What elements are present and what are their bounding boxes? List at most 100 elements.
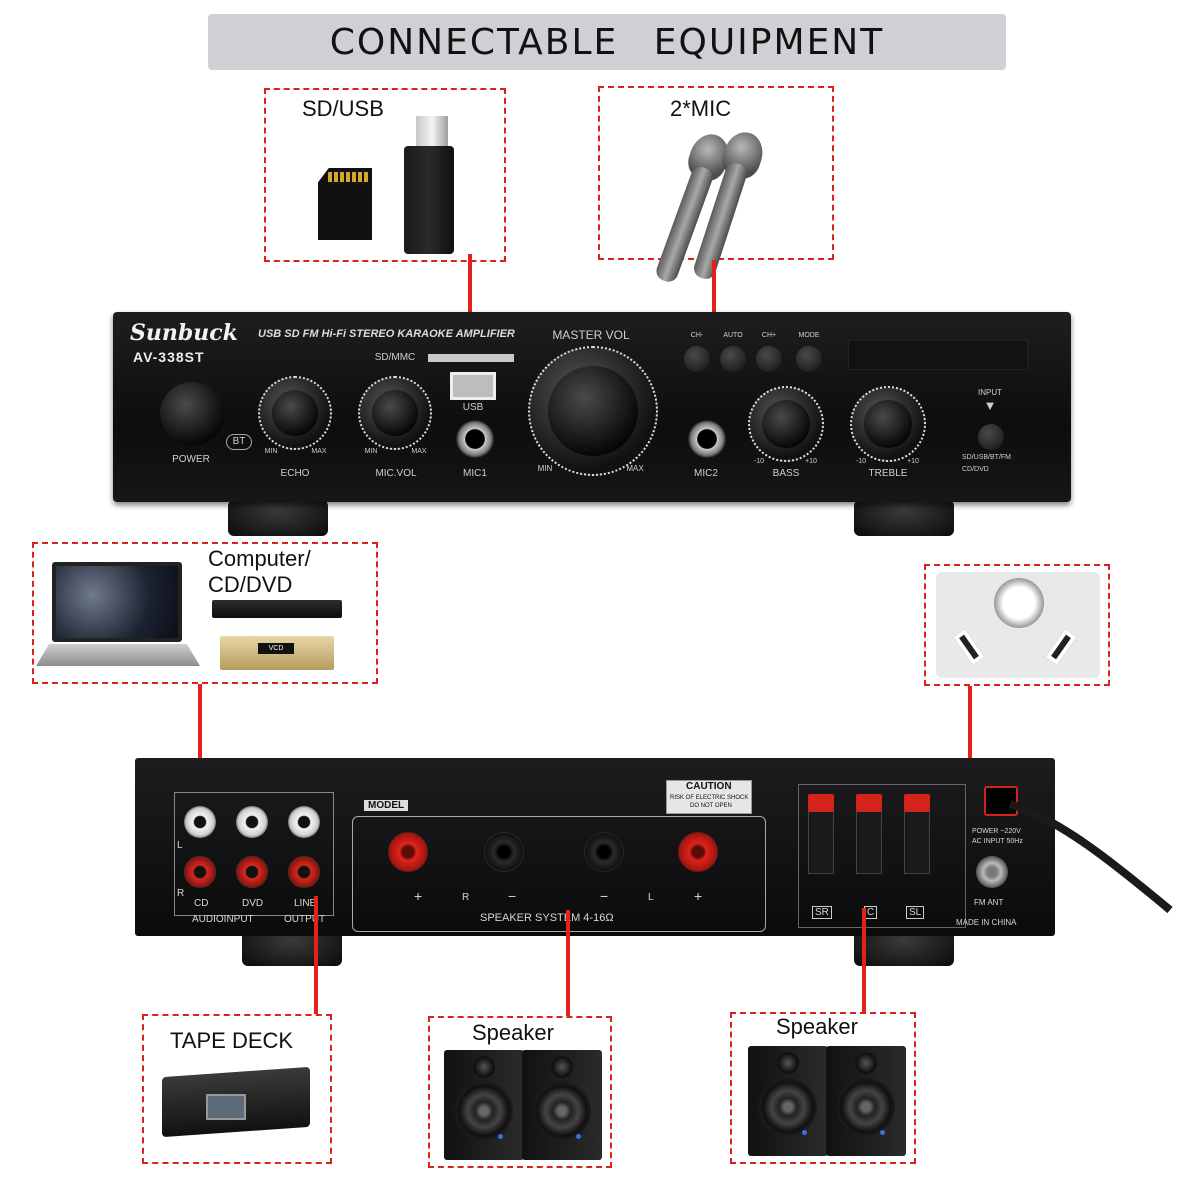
ch-plus-button[interactable] <box>756 346 782 372</box>
ch-plus-label: CH+ <box>761 332 777 339</box>
usb-drive-image <box>404 146 454 254</box>
treble-plus-label: +10 <box>907 458 919 465</box>
speaker-system-label: SPEAKER SYSTEM 4-16Ω <box>480 912 614 924</box>
usb-label: USB <box>462 402 484 413</box>
r-plus-sign: + <box>414 888 423 904</box>
input-sd-label: SD/USB/BT/FM <box>962 454 1012 461</box>
master-min-label: MIN <box>537 464 553 473</box>
speaker-2a-woofer <box>759 1078 817 1136</box>
treble-knob[interactable] <box>850 386 926 462</box>
ac-input-label: AC INPUT 50Hz <box>972 838 1023 845</box>
speaker-1a-tweeter <box>473 1056 495 1078</box>
line-rca-right[interactable] <box>288 856 320 888</box>
master-max-label: MAX <box>626 464 644 473</box>
mic1-label: MIC1 <box>463 468 487 479</box>
l-channel-label: L <box>648 892 654 903</box>
caution-sub2: DO NOT OPEN <box>690 803 732 809</box>
usb-plug-image <box>416 116 448 148</box>
wire-speaker-2 <box>862 908 866 1012</box>
line-rca-left[interactable] <box>288 806 320 838</box>
line-label: LINE <box>294 898 317 909</box>
bass-knob-cap[interactable] <box>762 400 810 448</box>
sr-terminal[interactable] <box>808 808 834 874</box>
sd-card-slot[interactable] <box>428 354 514 362</box>
l-minus-sign: − <box>600 888 609 904</box>
front-foot-left <box>228 500 328 536</box>
power-cord <box>1008 800 1173 914</box>
speaker-1b-woofer <box>533 1082 591 1140</box>
tape-deck-screen <box>206 1094 246 1120</box>
speaker-r-minus-post[interactable] <box>484 832 524 872</box>
caution-title: CAUTION <box>686 781 732 792</box>
wire-speaker-1 <box>566 910 570 1018</box>
sd-mmc-label: SD/MMC <box>374 352 416 363</box>
laptop-base <box>36 644 200 666</box>
treble-knob-cap[interactable] <box>864 400 912 448</box>
echo-max-label: MAX <box>311 448 327 455</box>
sl-terminal[interactable] <box>904 808 930 874</box>
dvd-rca-left[interactable] <box>236 806 268 838</box>
l-plus-sign: + <box>694 888 703 904</box>
mic2-jack[interactable] <box>688 420 726 458</box>
mic-vol-label: MIC.VOL <box>375 468 417 479</box>
audio-input-panel <box>174 792 334 916</box>
speaker-l-minus-post[interactable] <box>584 832 624 872</box>
dvd-label: DVD <box>242 898 264 909</box>
bass-minus-label: -10 <box>753 458 765 465</box>
input-cd-label: CD/DVD <box>962 466 989 473</box>
sd-usb-box <box>264 88 506 262</box>
ch-minus-button[interactable] <box>684 346 710 372</box>
power-input-label: POWER ~220V <box>972 828 1021 835</box>
treble-label: TREBLE <box>868 468 908 479</box>
speaker-l-plus-post[interactable] <box>678 832 718 872</box>
speaker-2b-led <box>880 1130 885 1135</box>
output-label: OUTPUT <box>284 914 326 925</box>
speaker-2a-tweeter <box>777 1052 799 1074</box>
echo-knob-cap[interactable] <box>272 390 318 436</box>
mic-vol-knob-cap[interactable] <box>372 390 418 436</box>
cd-rca-right[interactable] <box>184 856 216 888</box>
wire-tape <box>314 896 318 1016</box>
speaker-1a-led <box>498 1134 503 1139</box>
sr-clip[interactable] <box>808 794 834 812</box>
power-label: POWER <box>172 454 210 465</box>
speaker-label-2: Speaker <box>776 1014 858 1039</box>
c-terminal[interactable] <box>856 808 882 874</box>
fm-antenna-connector[interactable] <box>976 856 1008 888</box>
speaker-2b-tweeter <box>855 1052 877 1074</box>
speaker-2a-led <box>802 1130 807 1135</box>
power-button[interactable] <box>160 382 224 446</box>
speaker-label-1: Speaker <box>472 1020 554 1045</box>
echo-label: ECHO <box>280 468 310 479</box>
c-clip[interactable] <box>856 794 882 812</box>
banner-title: CONNECTABLE EQUIPMENT <box>329 21 885 63</box>
l-label: L <box>177 840 183 851</box>
r-minus-sign: − <box>508 888 517 904</box>
auto-button[interactable] <box>720 346 746 372</box>
usb-port[interactable] <box>450 372 496 400</box>
master-vol-label: MASTER VOL <box>552 328 630 342</box>
back-foot-right <box>854 930 954 966</box>
bass-plus-label: +10 <box>805 458 817 465</box>
front-foot-right <box>854 500 954 536</box>
r-channel-label: R <box>462 892 470 903</box>
sl-clip[interactable] <box>904 794 930 812</box>
model-plate: MODEL <box>364 800 409 811</box>
bass-label: BASS <box>772 468 800 479</box>
back-foot-left <box>242 930 342 966</box>
speaker-r-plus-post[interactable] <box>388 832 428 872</box>
cd-rca-left[interactable] <box>184 806 216 838</box>
sd-card-pins <box>328 172 368 182</box>
bluetooth-badge: BT <box>226 434 252 450</box>
input-label: INPUT <box>978 388 1002 397</box>
dvd-rca-right[interactable] <box>236 856 268 888</box>
mic-label: 2*MIC <box>670 96 732 121</box>
mic1-jack[interactable] <box>456 420 494 458</box>
speaker-terminal-panel <box>352 816 766 932</box>
input-button[interactable] <box>978 424 1004 450</box>
master-vol-knob-cap[interactable] <box>548 366 638 456</box>
surround-terminal-panel <box>798 784 966 928</box>
echo-min-label: MIN <box>264 448 278 455</box>
speaker-1b-tweeter <box>551 1056 573 1078</box>
mode-button[interactable] <box>796 346 822 372</box>
